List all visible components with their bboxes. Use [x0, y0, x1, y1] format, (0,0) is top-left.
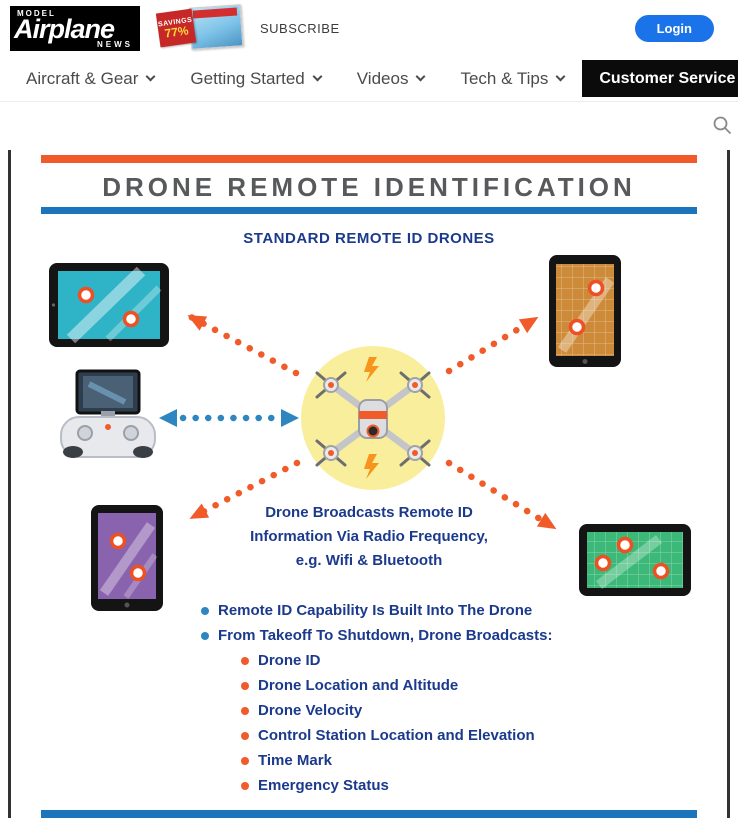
nav-tech-tips[interactable]: Tech & Tips	[442, 69, 582, 89]
bullet-item: Drone Location and Altitude	[241, 673, 552, 698]
bullet-item: Drone ID	[241, 648, 552, 673]
broadcast-line: Information Via Radio Frequency,	[250, 528, 488, 545]
bullet-item: Control Station Location and Elevation	[241, 723, 552, 748]
bullet-item: From Takeoff To Shutdown, Drone Broadcas…	[201, 623, 552, 648]
search-icon[interactable]	[712, 115, 732, 135]
bullet-text: From Takeoff To Shutdown, Drone Broadcas…	[218, 627, 553, 644]
infographic-title: DRONE REMOTE IDENTIFICATION	[102, 172, 636, 202]
top-orange-bar	[41, 155, 697, 163]
magazine-cover[interactable]: SAVINGS 77%	[155, 4, 246, 51]
bullet-text: Drone Location and Altitude	[258, 677, 459, 694]
login-button[interactable]: Login	[634, 14, 714, 42]
camera-dot-icon	[51, 303, 56, 307]
arrow-bottom-right	[445, 459, 557, 531]
nav-label: Getting Started	[190, 68, 305, 88]
tablet-top-right	[549, 255, 621, 367]
bullet-text: Drone Velocity	[258, 702, 363, 719]
chevron-down-icon	[312, 71, 323, 81]
nav-getting-started[interactable]: Getting Started	[172, 69, 338, 89]
savings-badge-percent: 77%	[163, 22, 190, 41]
bullet-text: Emergency Status	[258, 777, 389, 794]
nav-videos[interactable]: Videos	[339, 69, 443, 89]
bullet-item: Remote ID Capability Is Built Into The D…	[201, 598, 552, 623]
tablet-bottom-left	[91, 505, 163, 611]
arrow-top-left	[187, 313, 300, 377]
arrow-top-right	[445, 315, 539, 375]
site-header: MODEL Airplane NEWS SAVINGS 77% SUBSCRIB…	[0, 0, 738, 56]
bullet-text: Time Mark	[258, 752, 332, 769]
broadcast-arrows	[187, 313, 557, 531]
bullet-dot-icon	[241, 781, 249, 790]
top-blue-bar	[41, 207, 697, 214]
home-button-dot	[124, 602, 130, 608]
nav-label: Videos	[356, 68, 409, 88]
bullet-text: Drone ID	[258, 652, 321, 669]
bullet-item: Emergency Status	[241, 773, 552, 798]
lightning-bolt-icon	[364, 454, 379, 479]
home-button-dot	[582, 359, 588, 364]
tablet-bottom-right	[579, 524, 691, 596]
bullet-dot-icon	[241, 706, 249, 715]
site-logo[interactable]: MODEL Airplane NEWS	[10, 5, 140, 51]
map-pin-icon	[587, 279, 605, 297]
bottom-blue-bar	[41, 810, 697, 818]
search-row	[0, 102, 738, 150]
map-pin-icon	[568, 318, 586, 336]
bullet-text: Control Station Location and Elevation	[258, 727, 535, 744]
drone-icon	[315, 357, 431, 479]
chevron-down-icon	[416, 71, 426, 81]
broadcast-caption: Drone Broadcasts Remote ID Information V…	[11, 501, 727, 573]
bullet-dot-icon	[201, 631, 209, 640]
lightning-bolt-icon	[364, 357, 379, 382]
infographic-subtitle: STANDARD REMOTE ID DRONES	[243, 230, 495, 247]
bullet-dot-icon	[241, 681, 249, 690]
logo-news-text: NEWS	[97, 39, 133, 49]
chevron-down-icon	[555, 71, 566, 81]
nav-aircraft-gear[interactable]: Aircraft & Gear	[8, 69, 172, 89]
magazine-cover-image	[188, 4, 244, 50]
drone-camera-icon	[366, 424, 380, 438]
nav-label: Customer Service	[599, 69, 736, 87]
bullet-dot-icon	[201, 606, 209, 615]
bullet-text: Remote ID Capability Is Built Into The D…	[218, 602, 533, 619]
controller-link-arrow	[159, 409, 299, 427]
bullet-dot-icon	[241, 731, 249, 740]
infographic: DRONE REMOTE IDENTIFICATION STANDARD REM…	[8, 150, 730, 818]
diagram	[49, 255, 691, 611]
logo-model-text: MODEL	[17, 8, 56, 18]
bullet-dot-icon	[241, 656, 249, 665]
bullet-item: Drone Velocity	[241, 698, 552, 723]
broadcast-line: Drone Broadcasts Remote ID	[265, 504, 473, 521]
broadcast-line: e.g. Wifi & Bluetooth	[295, 552, 443, 569]
tablet-top-left	[49, 263, 169, 347]
map-pin-icon	[122, 310, 140, 328]
logo-title-text: Airplane	[14, 13, 115, 44]
nav-label: Tech & Tips	[460, 68, 549, 88]
subscribe-link[interactable]: SUBSCRIBE	[260, 20, 340, 36]
savings-badge: SAVINGS 77%	[155, 8, 197, 48]
bullet-item: Time Mark	[241, 748, 552, 773]
bullet-list: Remote ID Capability Is Built Into The D…	[201, 598, 552, 798]
remote-controller	[60, 369, 156, 458]
main-nav: Aircraft & Gear Getting Started Videos T…	[0, 56, 738, 102]
map-pin-icon	[77, 286, 95, 304]
nav-customer-service[interactable]: Customer Service	[582, 60, 738, 97]
bullet-dot-icon	[241, 756, 249, 765]
chevron-down-icon	[145, 71, 156, 81]
nav-label: Aircraft & Gear	[26, 68, 139, 88]
